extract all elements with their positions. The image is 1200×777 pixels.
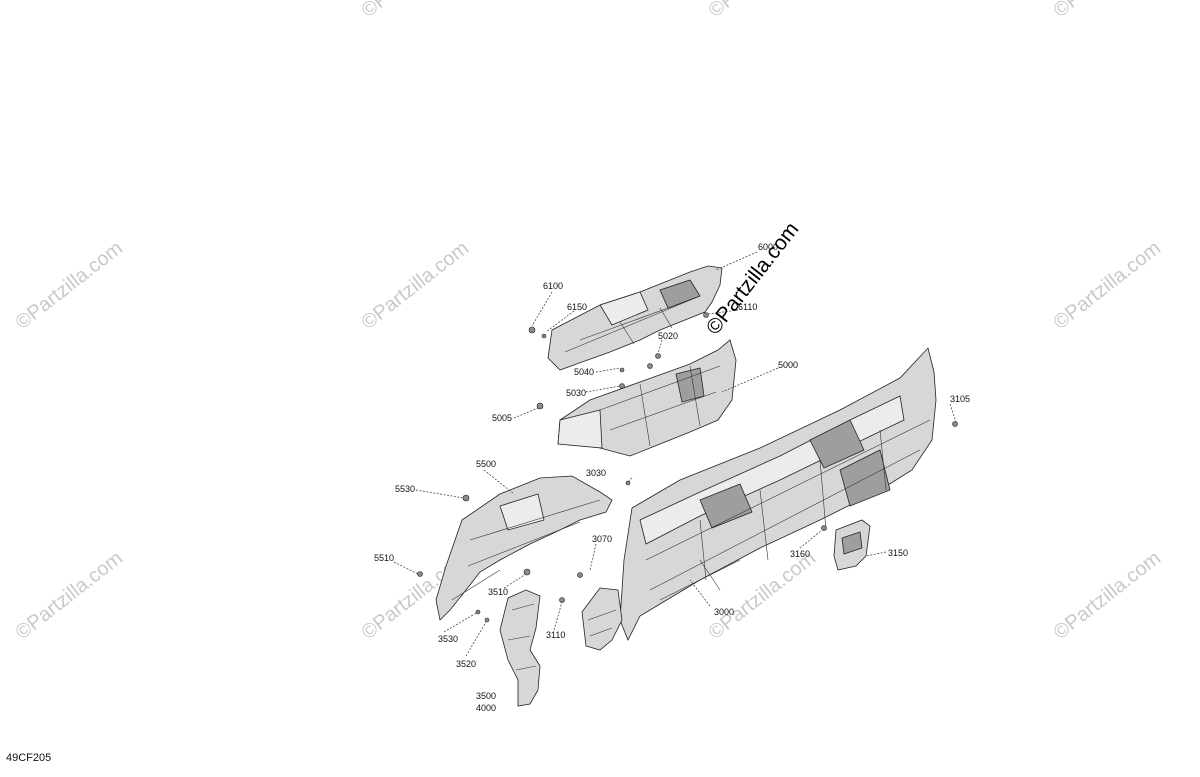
callout-3160: 3160 <box>790 549 810 559</box>
fastener-group <box>417 312 958 623</box>
fastener <box>655 353 661 359</box>
callout-6150: 6150 <box>567 302 587 312</box>
fastener <box>952 421 958 427</box>
fastener <box>536 402 544 410</box>
fastener <box>577 572 583 578</box>
callout-3510: 3510 <box>488 587 508 597</box>
callout-5020: 5020 <box>658 331 678 341</box>
fastener <box>647 363 653 369</box>
callout-5000: 5000 <box>778 360 798 370</box>
callout-3520: 3520 <box>456 659 476 669</box>
part-3500-lower-duct <box>499 589 541 707</box>
callout-3530: 3530 <box>438 634 458 644</box>
fastener <box>417 571 423 577</box>
fastener <box>821 525 827 531</box>
callout-3150: 3150 <box>888 548 908 558</box>
watermark: ©Partzilla.com <box>12 547 127 644</box>
callout-3105: 3105 <box>950 394 970 404</box>
watermark: ©Partzilla.com <box>358 0 473 22</box>
callout-3500: 3500 <box>476 691 496 701</box>
callout-5530: 5530 <box>395 484 415 494</box>
callout-3000: 3000 <box>714 607 734 617</box>
fastener <box>619 367 625 373</box>
callout-3070: 3070 <box>592 534 612 544</box>
watermark: ©Partzilla.com <box>358 237 473 334</box>
watermark: ©Partzilla.com <box>1050 0 1165 22</box>
fastener <box>523 568 531 576</box>
fastener <box>559 597 565 603</box>
part-3000-rear-wall-panel <box>619 347 937 641</box>
watermark: ©Partzilla.com <box>705 0 820 22</box>
part-3150-right-bracket <box>833 519 871 571</box>
callout-5510: 5510 <box>374 553 394 563</box>
fastener <box>619 383 625 389</box>
callout-5500: 5500 <box>476 459 496 469</box>
callout-5030: 5030 <box>566 388 586 398</box>
part-3110-side-bracket <box>581 587 623 651</box>
diagram-code: 49CF205 <box>6 752 52 764</box>
watermark: ©Partzilla.com <box>1050 547 1165 644</box>
fastener <box>625 480 631 486</box>
callout-6000: 6000 <box>758 242 778 252</box>
part-5000-mid-bracket <box>557 339 737 457</box>
callout-3030: 3030 <box>586 468 606 478</box>
leader-lines <box>393 251 957 657</box>
callout-5005: 5005 <box>492 413 512 423</box>
watermark: ©Partzilla.com <box>12 237 127 334</box>
part-5500-lower-cover <box>435 475 613 621</box>
fastener <box>541 333 547 339</box>
callout-5040: 5040 <box>574 367 594 377</box>
callout-labels: 6000 6100 6150 6110 5020 5040 5030 5005 … <box>374 242 970 713</box>
fastener <box>462 494 470 502</box>
part-6000-upper-cover <box>547 265 723 371</box>
callout-3110: 3110 <box>546 630 565 640</box>
fastener <box>484 617 490 623</box>
callout-6100: 6100 <box>543 281 563 291</box>
watermark: ©Partzilla.com <box>1050 237 1165 334</box>
fastener <box>703 312 709 318</box>
callout-6110: 6110 <box>738 302 757 312</box>
callout-4000: 4000 <box>476 703 496 713</box>
fastener <box>528 326 536 334</box>
